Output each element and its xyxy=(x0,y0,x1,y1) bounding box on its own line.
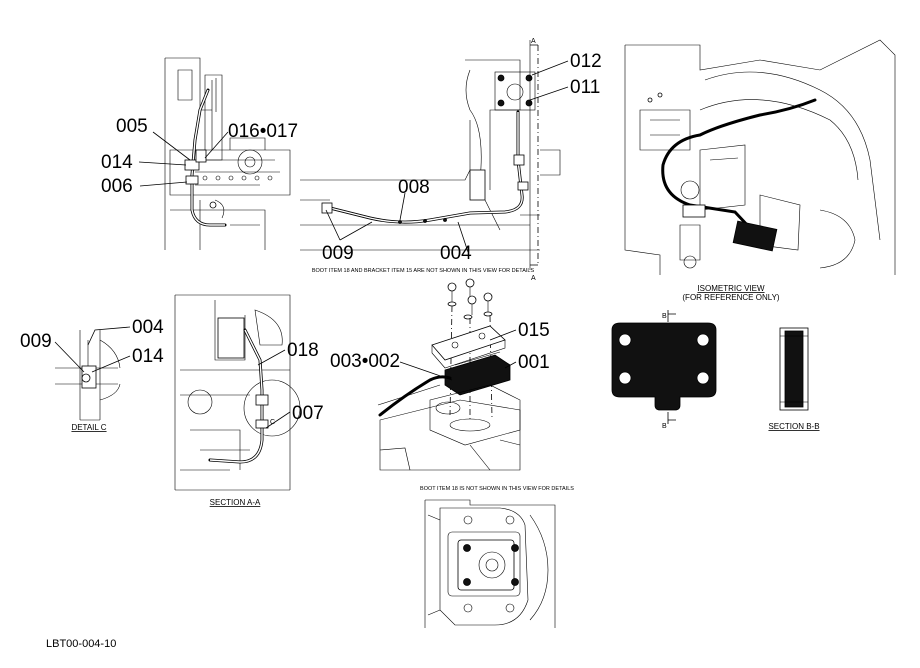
section-bb-plate xyxy=(611,310,717,424)
bottom-note: BOOT ITEM 18 IS NOT SHOWN IN THIS VIEW F… xyxy=(420,486,574,492)
section-bb-profile xyxy=(779,327,809,411)
callout-015: 015 xyxy=(518,320,550,341)
mount-base xyxy=(379,384,521,471)
callout-008: 008 xyxy=(398,177,430,198)
section-a-bottom: A xyxy=(531,275,536,282)
top-note: BOOT ITEM 18 AND BRACKET ITEM 15 ARE NOT… xyxy=(312,268,535,274)
callout-005: 005 xyxy=(116,116,148,137)
document-id: LBT00-004-10 xyxy=(46,638,116,650)
section-aa-view xyxy=(174,294,301,491)
section-a-top: A xyxy=(531,38,536,45)
bracket-015 xyxy=(431,325,506,369)
callout-009-detail: 009 xyxy=(20,331,52,352)
side-view-middle xyxy=(300,40,561,270)
callout-012: 012 xyxy=(570,51,602,72)
isometric-caption-line1: ISOMETRIC VIEW xyxy=(697,284,765,293)
isometric-view xyxy=(624,39,896,275)
isometric-caption-line2: (FOR REFERENCE ONLY) xyxy=(682,293,780,302)
detail-c-view xyxy=(55,330,121,421)
callout-016-017: 016•017 xyxy=(228,121,298,142)
bottom-plan-view xyxy=(424,499,556,628)
callout-009-side: 009 xyxy=(322,243,354,264)
callout-labels: 005 016•017 014 006 008 009 004 012 011 … xyxy=(20,51,602,424)
callout-006: 006 xyxy=(101,176,133,197)
callout-001: 001 xyxy=(518,352,550,373)
callout-014-detail: 014 xyxy=(132,346,164,367)
callout-004-side: 004 xyxy=(440,243,472,264)
exploded-assembly-view xyxy=(377,278,521,471)
leader-lines xyxy=(54,60,569,429)
callout-014-front: 014 xyxy=(101,152,133,173)
callout-003-002: 003•002 xyxy=(330,351,400,372)
section-b-bottom: B xyxy=(662,423,667,430)
front-view-left xyxy=(164,57,291,250)
section-aa-caption: SECTION A-A xyxy=(210,498,261,507)
block-001 xyxy=(444,351,511,396)
callout-007: 007 xyxy=(292,403,324,424)
section-c-marker: C xyxy=(270,419,275,426)
section-b-top: B xyxy=(662,313,667,320)
bolt-set xyxy=(447,278,493,320)
detail-c-caption: DETAIL C xyxy=(71,423,106,432)
callout-011: 011 xyxy=(570,77,600,98)
callout-004-detail: 004 xyxy=(132,317,164,338)
callout-018: 018 xyxy=(287,340,319,361)
section-bb-caption: SECTION B-B xyxy=(768,422,819,431)
